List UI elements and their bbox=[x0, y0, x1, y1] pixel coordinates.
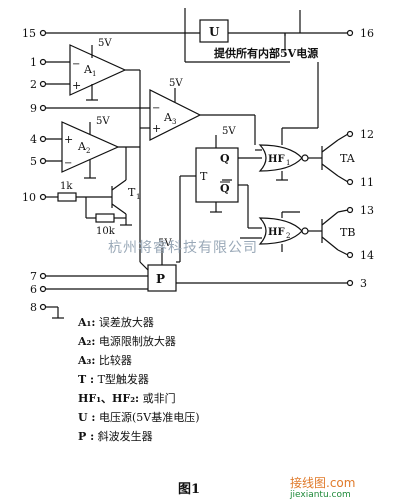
supply-5v-a2: 5V bbox=[96, 116, 110, 127]
legend-item: T : T型触发器 bbox=[78, 373, 149, 386]
legend-item: U : 电压源(5V基准电压) bbox=[78, 411, 200, 424]
pin-15: 15 bbox=[22, 27, 36, 40]
transistor-ta bbox=[321, 130, 354, 186]
supply-5v-a1: 5V bbox=[98, 38, 112, 49]
comparator-a3 bbox=[39, 88, 256, 145]
watermark: 杭州将睿科技有限公司 bbox=[108, 240, 258, 256]
corner-url: jiexiantu.com bbox=[290, 490, 351, 500]
svg-text:2: 2 bbox=[86, 147, 90, 155]
pin-11: 11 bbox=[360, 176, 374, 189]
svg-text:+: + bbox=[64, 133, 73, 146]
label-a3: A bbox=[163, 111, 173, 124]
label-r2: 10k bbox=[96, 226, 116, 237]
pin-10: 10 bbox=[22, 191, 36, 204]
label-a2: A bbox=[77, 140, 87, 153]
legend-item: A₂: 电源限制放大器 bbox=[78, 335, 176, 348]
label-p: P bbox=[156, 272, 165, 286]
ground-pin-8 bbox=[39, 303, 64, 319]
corner-logo: 接线图.com bbox=[290, 476, 356, 490]
pin-12: 12 bbox=[360, 128, 374, 141]
transistor-tb bbox=[321, 206, 354, 259]
label-ta: TA bbox=[340, 152, 356, 165]
pin-16: 16 bbox=[360, 27, 374, 40]
legend-item: HF₁、HF₂: 或非门 bbox=[78, 392, 176, 405]
label-t: T bbox=[200, 170, 208, 183]
pin-3: 3 bbox=[360, 277, 367, 290]
pin-2: 2 bbox=[30, 78, 37, 91]
svg-text:+: + bbox=[72, 79, 81, 92]
pin-9: 9 bbox=[30, 102, 37, 115]
svg-text:−: − bbox=[64, 158, 72, 169]
pin-8: 8 bbox=[30, 301, 37, 314]
svg-text:1: 1 bbox=[136, 193, 140, 201]
label-a1: A bbox=[83, 63, 93, 76]
legend-item: A₁: 误差放大器 bbox=[78, 316, 154, 329]
amplifier-a1 bbox=[39, 44, 140, 101]
label-q: Q bbox=[220, 152, 230, 165]
label-r1: 1k bbox=[60, 181, 73, 192]
amplifier-a2 bbox=[39, 70, 141, 179]
pin-4: 4 bbox=[30, 133, 37, 146]
supply-5v-p: 5V bbox=[158, 238, 172, 249]
figure-caption: 图1 bbox=[178, 482, 201, 497]
svg-text:3: 3 bbox=[172, 118, 176, 126]
pin-1: 1 bbox=[30, 56, 37, 69]
pin-5: 5 bbox=[30, 155, 37, 168]
label-hf1: HF bbox=[268, 154, 285, 165]
nor-gate-hf2 bbox=[240, 211, 322, 252]
transistor-t1 bbox=[39, 147, 132, 226]
legend-item: P : 斜波发生器 bbox=[78, 430, 153, 443]
pin-7: 7 bbox=[30, 270, 37, 283]
pin-6: 6 bbox=[30, 283, 37, 296]
svg-text:1: 1 bbox=[92, 70, 96, 78]
voltage-source-u bbox=[39, 8, 354, 63]
supply-5v-a3: 5V bbox=[169, 78, 183, 89]
label-hf2: HF bbox=[268, 227, 285, 238]
nor-gate-hf1 bbox=[255, 62, 322, 181]
pin-14: 14 bbox=[360, 249, 374, 262]
label-t1: T bbox=[128, 186, 136, 199]
supply-5v-t: 5V bbox=[222, 126, 236, 137]
pin-13: 13 bbox=[360, 204, 374, 217]
svg-text:1: 1 bbox=[286, 159, 290, 167]
svg-text:+: + bbox=[152, 122, 161, 135]
note-internal-5v: 提供所有内部5V电源 bbox=[214, 46, 318, 60]
legend: A₁: 误差放大器 A₂: 电源限制放大器 A₃: 比较器 T : T型触发器 … bbox=[78, 313, 200, 446]
legend-item: A₃: 比较器 bbox=[78, 354, 132, 367]
svg-text:2: 2 bbox=[286, 232, 290, 240]
label-tb: TB bbox=[340, 226, 355, 239]
label-u: U bbox=[209, 25, 220, 39]
svg-text:−: − bbox=[152, 103, 160, 114]
ramp-generator-p bbox=[39, 147, 354, 293]
label-qbar: Q bbox=[220, 182, 230, 195]
t-flip-flop bbox=[179, 135, 262, 262]
svg-text:−: − bbox=[72, 59, 80, 70]
